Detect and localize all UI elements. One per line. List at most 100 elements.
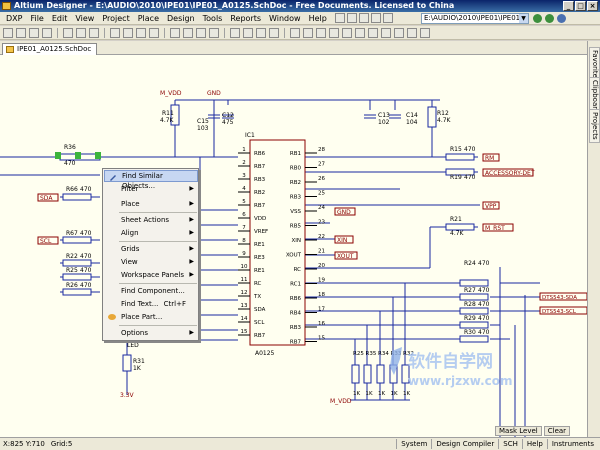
- menu-workspace-panels[interactable]: Workspace Panels ▶: [104, 269, 198, 281]
- ic-pin-name: RB7: [290, 340, 302, 346]
- place-sheet-icon[interactable]: [381, 27, 391, 38]
- menu-file[interactable]: File: [30, 13, 44, 23]
- mask-level-button[interactable]: Mask Level: [495, 426, 542, 436]
- watermark-logo: 软件自学网 www.rjzxw.com: [390, 347, 513, 388]
- select-icon[interactable]: [170, 27, 180, 38]
- ic-pin-name: RB4: [290, 311, 302, 317]
- menu-place[interactable]: Place: [137, 13, 159, 23]
- menu-design[interactable]: Design: [167, 13, 195, 23]
- ic-pin-number: 15: [241, 329, 248, 335]
- r36-selected[interactable]: [55, 152, 101, 161]
- undo-icon[interactable]: [230, 27, 240, 38]
- submenu-arrow-icon: ▶: [189, 271, 194, 278]
- system-button[interactable]: System: [396, 439, 431, 449]
- maximize-button[interactable]: □: [575, 1, 586, 11]
- rubber-stamp-icon[interactable]: [149, 27, 159, 38]
- pack-ref: R35: [366, 351, 377, 357]
- menu-separator: [119, 283, 197, 284]
- place-bus-entry-icon[interactable]: [316, 27, 326, 38]
- menu-align[interactable]: Align ▶: [104, 227, 198, 239]
- new-icon[interactable]: [3, 27, 13, 38]
- bus-tool-icon[interactable]: [346, 13, 357, 23]
- menu-find-similar-objects[interactable]: Find Similar Objects...: [104, 170, 198, 190]
- save-icon[interactable]: [29, 27, 39, 38]
- print-icon[interactable]: [42, 27, 52, 38]
- document-path-combo[interactable]: E:\AUDIO\2010\IPE01\IPE01_A0125.S ▼: [421, 13, 529, 24]
- hierarchy-icon[interactable]: [256, 27, 266, 38]
- forward-icon[interactable]: [545, 14, 554, 23]
- ctx-label-find-component: Find Component...: [121, 287, 185, 295]
- zoom-out-icon[interactable]: [76, 27, 86, 38]
- menu-find-component[interactable]: Find Component...: [104, 285, 198, 297]
- copy-icon[interactable]: [123, 27, 133, 38]
- menu-help[interactable]: Help: [308, 13, 327, 23]
- zoom-fit-icon[interactable]: [89, 27, 99, 38]
- place-bus-icon[interactable]: [303, 27, 313, 38]
- design-compiler-button[interactable]: Design Compiler: [431, 439, 498, 449]
- menu-options[interactable]: Options ▶: [104, 327, 198, 339]
- place-gnd-icon[interactable]: [342, 27, 352, 38]
- menu-separator: [119, 325, 197, 326]
- menu-edit[interactable]: Edit: [51, 13, 68, 23]
- help-button[interactable]: Help: [521, 439, 547, 449]
- netlabel-tool-icon[interactable]: [358, 13, 369, 23]
- clear-button[interactable]: Clear: [543, 426, 571, 436]
- place-vcc-icon[interactable]: [355, 27, 365, 38]
- instruments-button[interactable]: Instruments: [546, 439, 598, 449]
- menu-place[interactable]: Place ▶: [104, 198, 198, 210]
- ic-pin-number: 1: [242, 147, 246, 153]
- c12-val: 475: [222, 119, 234, 126]
- back-icon[interactable]: [533, 14, 542, 23]
- place-part-toolbar-icon[interactable]: [368, 27, 378, 38]
- window-title: Altium Designer - E:\AUDIO\2010\IPE01\IP…: [14, 1, 455, 10]
- toolbar-separator: [284, 27, 285, 38]
- minimize-button[interactable]: _: [563, 1, 574, 11]
- power-port-icon[interactable]: [370, 13, 381, 23]
- sch-button[interactable]: SCH: [498, 439, 522, 449]
- menu-sheet-actions[interactable]: Sheet Actions ▶: [104, 214, 198, 226]
- c15-ref: C15: [197, 118, 209, 125]
- zoom-in-icon[interactable]: [63, 27, 73, 38]
- menu-tools[interactable]: Tools: [202, 13, 223, 23]
- clear-filter-icon[interactable]: [209, 27, 219, 38]
- redo-icon[interactable]: [243, 27, 253, 38]
- r21-ref: R21: [450, 216, 462, 223]
- menu-view[interactable]: View: [75, 13, 95, 23]
- menu-reports[interactable]: Reports: [230, 13, 262, 23]
- pack-val: 1K: [366, 391, 373, 397]
- grid-tool-icon[interactable]: [382, 13, 393, 23]
- place-sheet-entry-icon[interactable]: [394, 27, 404, 38]
- paste-icon[interactable]: [136, 27, 146, 38]
- place-port-icon[interactable]: [407, 27, 417, 38]
- wire-tool-icon[interactable]: [334, 13, 345, 23]
- menu-place-part[interactable]: Place Part...: [104, 311, 198, 323]
- chevron-down-icon[interactable]: ▼: [519, 14, 528, 23]
- tab-projects[interactable]: Projects: [589, 109, 600, 143]
- close-button[interactable]: ×: [587, 1, 598, 11]
- navigation-buttons: [533, 14, 566, 23]
- ic-pin-name: RB1: [290, 151, 301, 157]
- menu-project[interactable]: Project: [102, 13, 130, 23]
- wires: [0, 99, 540, 437]
- cross-probe-icon[interactable]: [269, 27, 279, 38]
- left-resistors: [62, 193, 92, 296]
- place-net-label-icon[interactable]: [329, 27, 339, 38]
- open-icon[interactable]: [16, 27, 26, 38]
- move-icon[interactable]: [183, 27, 193, 38]
- home-icon[interactable]: [557, 14, 566, 23]
- r26-val: 470: [80, 282, 92, 289]
- menu-view[interactable]: View ▶: [104, 256, 198, 268]
- menu-dxp[interactable]: DXP: [6, 13, 23, 23]
- tab-schdoc[interactable]: IPE01_A0125.SchDoc: [2, 43, 98, 55]
- cut-icon[interactable]: [110, 27, 120, 38]
- r11-ref: R11: [162, 110, 174, 117]
- place-wire-icon[interactable]: [290, 27, 300, 38]
- menu-find-text[interactable]: Find Text... Ctrl+F: [104, 298, 198, 310]
- ic1-body[interactable]: [249, 139, 306, 346]
- deselect-icon[interactable]: [196, 27, 206, 38]
- menu-filter[interactable]: Filter ▶: [104, 183, 198, 195]
- menu-window[interactable]: Window: [269, 13, 301, 23]
- no-erc-icon[interactable]: [420, 27, 430, 38]
- menu-grids[interactable]: Grids ▶: [104, 243, 198, 255]
